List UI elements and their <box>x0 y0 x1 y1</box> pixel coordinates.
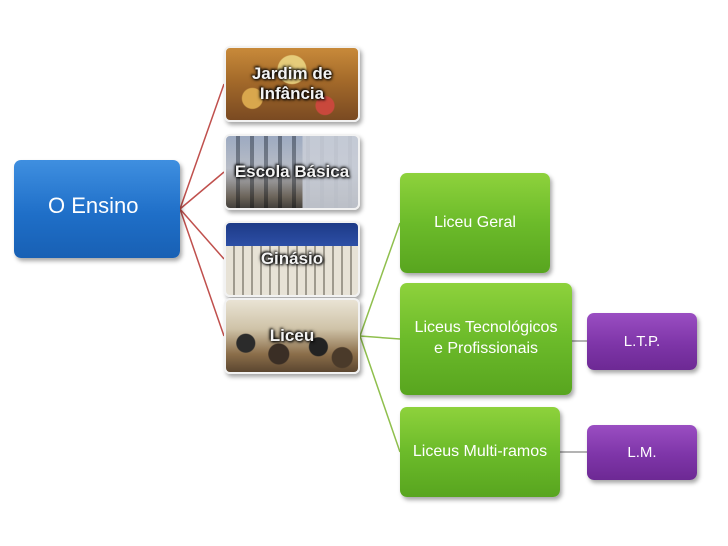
sub-type-label: L.M. <box>627 444 657 461</box>
liceu-geral-node[interactable]: Liceu Geral <box>400 173 550 273</box>
liceus-multiramos-node[interactable]: Liceus Multi-ramos <box>400 407 560 497</box>
connector-liceu-geral <box>359 222 401 337</box>
root-label: O Ensino <box>48 193 139 218</box>
connector-root-ginasio <box>179 208 225 260</box>
level-label: Ginásio <box>260 248 324 268</box>
level-label: Jardim de Infância <box>251 63 333 103</box>
liceus-tecnologicos-node[interactable]: Liceus Tecnológicos e Profissionais <box>400 283 572 395</box>
level-label: Escola Básica <box>234 161 350 181</box>
connector-root-jardim <box>179 83 225 210</box>
connector-liceu-tecnologicos <box>359 335 401 340</box>
connector-root-liceu <box>179 208 225 337</box>
sub-type-label: L.T.P. <box>623 333 661 350</box>
liceu-type-label: Liceus Tecnológicos e Profissionais <box>414 319 558 357</box>
level-ginasio[interactable]: Ginásio <box>224 221 360 297</box>
ltp-node[interactable]: L.T.P. <box>587 313 697 370</box>
level-jardim-de-infancia[interactable]: Jardim de Infância <box>224 46 360 122</box>
connector-liceu-multiramos <box>359 335 401 453</box>
level-escola-basica[interactable]: Escola Básica <box>224 134 360 210</box>
liceu-type-label: Liceus Multi-ramos <box>412 442 548 460</box>
liceu-type-label: Liceu Geral <box>434 213 516 231</box>
level-label: Liceu <box>269 325 315 345</box>
lm-node[interactable]: L.M. <box>587 425 697 480</box>
level-liceu[interactable]: Liceu <box>224 298 360 374</box>
connector-root-escola <box>179 171 225 210</box>
root-node[interactable]: O Ensino <box>14 160 180 258</box>
